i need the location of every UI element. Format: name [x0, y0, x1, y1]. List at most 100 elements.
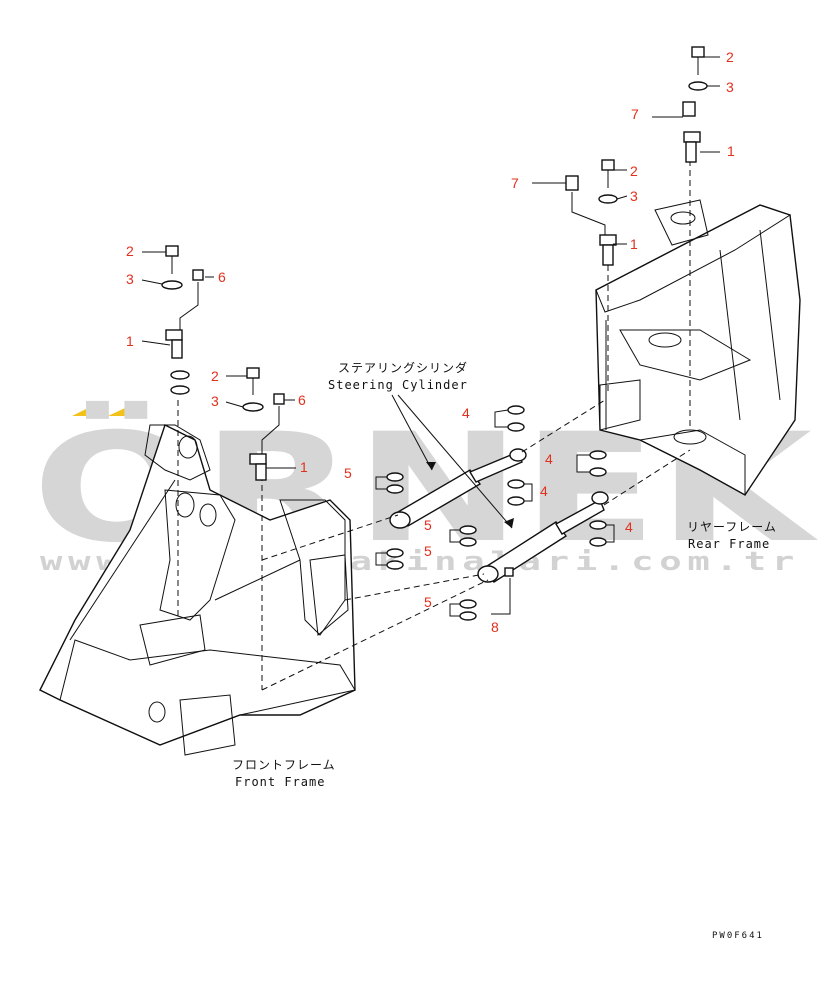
- arrow-cyl-a: [426, 462, 436, 470]
- leader-3c: [616, 195, 628, 200]
- rear-frame-edge-2: [759, 229, 781, 401]
- washer: [161, 280, 183, 290]
- leader-5d: [449, 536, 460, 543]
- bolt-head: [691, 46, 705, 58]
- grease-fitting-elbow: [682, 101, 696, 117]
- shim-4f: [507, 496, 525, 506]
- front-frame-boss-hole: [178, 435, 198, 459]
- callout-3: 3: [726, 79, 734, 95]
- cylinder-upper-rod: [468, 451, 523, 483]
- shim-stacks: [386, 405, 607, 621]
- callout-4: 4: [545, 451, 553, 467]
- front-frame-arm-hole-2: [199, 503, 217, 527]
- callout-5: 5: [424, 594, 432, 610]
- front-frame-arm-hole-1: [175, 492, 195, 518]
- front-frame-floor-block: [139, 614, 206, 666]
- callout-1: 1: [300, 459, 308, 475]
- grease-fitting-8: [504, 567, 514, 577]
- callout-6: 6: [298, 392, 306, 408]
- callout-8: 8: [491, 619, 499, 635]
- steering-cylinder-label-en: Steering Cylinder: [328, 378, 468, 392]
- callout-5: 5: [424, 543, 432, 559]
- pin-body: [685, 141, 697, 163]
- rear-frame-lower-bracket: [638, 429, 746, 496]
- front-frame-base-hole: [148, 701, 166, 723]
- shim-4a: [507, 405, 525, 415]
- dash-lower-cylinder-2: [344, 573, 485, 601]
- callout-2: 2: [126, 243, 134, 259]
- callout-6: 6: [218, 269, 226, 285]
- bolt-head: [165, 245, 179, 257]
- washer: [598, 194, 618, 204]
- leader-4b: [494, 418, 508, 428]
- shim-2: [170, 385, 190, 395]
- leader-3b: [225, 401, 244, 408]
- rear-pin-group-right: [682, 46, 708, 163]
- grease-fitting: [192, 269, 204, 281]
- drawing-code: PW0F641: [712, 931, 764, 941]
- rear-frame-top: [595, 204, 792, 313]
- leader-5h: [449, 610, 460, 617]
- front-frame-arm: [159, 489, 236, 621]
- leader-5e: [375, 552, 387, 559]
- rear-frame-bore-lower: [673, 429, 707, 445]
- shim-4e: [507, 479, 525, 489]
- shim-4c: [589, 450, 607, 460]
- leader-4c: [576, 454, 590, 464]
- rear-frame-edge-1: [719, 249, 741, 421]
- rear-frame-label-en: Rear Frame: [688, 537, 770, 551]
- leader-5c: [449, 529, 460, 536]
- leader-1a: [141, 340, 171, 346]
- cylinder-upper-rod-eye: [389, 511, 411, 529]
- shim-5c: [459, 525, 477, 535]
- callout-2: 2: [726, 49, 734, 65]
- callout-4: 4: [462, 405, 470, 421]
- callout-4: 4: [540, 483, 548, 499]
- frame-labels: ステアリングシリンダ Steering Cylinder リヤーフレーム Rea…: [232, 360, 776, 941]
- leader-lines: [141, 56, 720, 617]
- front-frame-label-en: Front Frame: [235, 775, 325, 789]
- front-frame-right-plate: [309, 554, 349, 636]
- callout-3: 3: [126, 271, 134, 287]
- rear-frame-plate-upper: [619, 329, 752, 381]
- cylinder-lower-rod: [555, 499, 605, 535]
- leader-3a: [141, 279, 163, 285]
- front-frame-edge-2: [214, 559, 301, 601]
- watermark-accent-left: [72, 402, 104, 416]
- steering-cylinder-lower: [477, 491, 609, 583]
- leader-5f: [375, 559, 387, 566]
- rear-frame-bore-mid: [648, 332, 682, 348]
- arrow-cyl-b: [504, 518, 514, 528]
- front-pin-group-upper: [161, 245, 204, 395]
- dash-lower-cylinder-rear: [603, 449, 691, 506]
- front-frame-right-tower: [279, 499, 346, 636]
- leader-cyl-b: [397, 394, 513, 529]
- shim-5d: [459, 537, 477, 547]
- dash-upper-cylinder-rear: [521, 399, 606, 453]
- rear-frame-mount-block: [654, 199, 709, 246]
- callout-3: 3: [211, 393, 219, 409]
- shim-4d: [589, 467, 607, 477]
- callouts: 1 2 3 6 2 3 6 1 2 3 1 7 2 3 7 1 4 4 4 4 …: [126, 49, 735, 635]
- front-pin-group-lower: [242, 367, 285, 481]
- callout-5: 5: [424, 517, 432, 533]
- callout-7: 7: [631, 106, 639, 122]
- shim-1: [170, 370, 190, 380]
- assembly-lines: [177, 160, 691, 691]
- shim-5g: [459, 599, 477, 609]
- front-frame-boss-left: [144, 424, 211, 481]
- leader-cyl-a: [391, 394, 433, 471]
- bolt-head: [246, 367, 260, 379]
- shim-5e: [386, 548, 404, 558]
- steering-cylinder-upper: [389, 448, 527, 529]
- leader-4d: [576, 464, 590, 473]
- shim-5h: [459, 611, 477, 621]
- front-frame-lower-bracket: [179, 694, 236, 756]
- leader-8: [491, 578, 511, 615]
- cylinder-lower-rod-eye: [477, 565, 499, 583]
- leader-4e: [524, 483, 533, 492]
- dash-lower-cylinder: [261, 579, 489, 691]
- pin-plate: [165, 329, 183, 341]
- grease-fitting: [273, 393, 285, 405]
